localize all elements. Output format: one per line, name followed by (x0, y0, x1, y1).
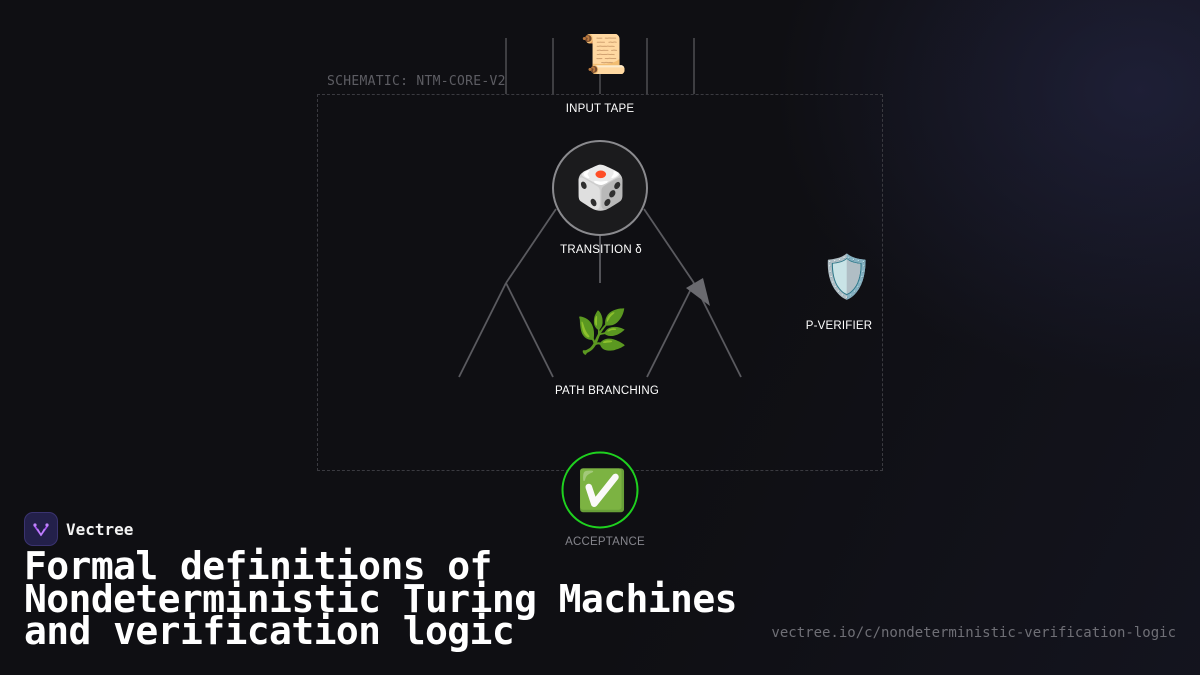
vectree-logo-icon (24, 512, 58, 546)
acceptance-label: ACCEPTANCE (565, 536, 645, 548)
branch-right-left (646, 282, 695, 378)
path-branching-label: PATH BRANCHING (555, 385, 659, 397)
brand[interactable]: Vectree (24, 512, 133, 546)
footer-url[interactable]: vectree.io/c/nondeterministic-verificati… (771, 625, 1176, 641)
check-mark-icon: ✅ (577, 468, 627, 514)
branch-left-left (458, 282, 507, 378)
branch-left-right (505, 282, 554, 378)
headline-line: and verification logic (24, 609, 515, 653)
headline-line: Nondeterministic Turing Machines (24, 576, 738, 621)
branch-lines (458, 208, 742, 378)
schematic-label: SCHEMATIC: NTM-CORE-V2 (327, 74, 506, 89)
transition-node[interactable] (552, 140, 648, 236)
headline-line: Formal definitions of (24, 544, 492, 588)
herb-icon: 🌿 (575, 307, 629, 356)
dice-icon: 🎲 (574, 163, 628, 212)
acceptance-node[interactable] (561, 451, 639, 529)
verifier-arrowhead (686, 278, 710, 306)
p-verifier-label: P-VERIFIER (805, 320, 873, 332)
vectree-logo-mark (33, 523, 49, 537)
brand-name: Vectree (66, 519, 134, 539)
scroll-icon: 📜 (580, 32, 628, 76)
branch-right (643, 208, 695, 284)
branch-left (505, 208, 557, 284)
shield-icon: 🛡️ (820, 252, 874, 301)
tape-lines (505, 38, 695, 94)
input-tape-label: INPUT TAPE (565, 103, 635, 115)
transition-label: TRANSITION δ (560, 244, 642, 256)
headline: Formal definitions of Nondeterministic T… (24, 544, 738, 653)
